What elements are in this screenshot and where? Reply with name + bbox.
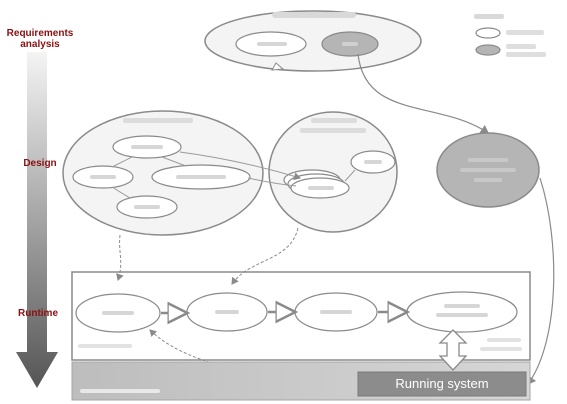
runtime-node-1-blur (102, 311, 134, 315)
edge-right-to-stack (247, 177, 297, 187)
req-left-blur (257, 42, 287, 46)
node-far-right-blur (364, 160, 382, 164)
stage-label-requirements: Requirements analysis (6, 28, 74, 50)
runtime-node-2-blur (215, 310, 239, 314)
node-top-blur (131, 145, 163, 149)
dashed-design-to-runtime-2 (231, 227, 299, 285)
edge-left-bottom (111, 186, 131, 199)
runtime-corner-blur-right-1 (487, 338, 521, 342)
runtime-node-4-blur-2 (436, 313, 488, 317)
design-right-title-blur-1 (311, 118, 357, 123)
gray-right-blur-2 (460, 168, 516, 172)
runtime-node-4 (406, 291, 518, 333)
runtime-node-3-blur (320, 310, 352, 314)
double-arrow (438, 329, 468, 371)
legend-gray-ellipse (475, 44, 501, 56)
design-ellipse-right (268, 111, 398, 233)
bottom-strip-blur (80, 389, 160, 393)
runtime-corner-blur-left (78, 344, 132, 348)
req-open-triangle (271, 62, 285, 71)
running-system-box (357, 371, 527, 397)
req-right-blur (342, 42, 358, 46)
edge-top-left (111, 156, 133, 168)
edge-stack-right (344, 169, 356, 182)
stage-label-design: Design (23, 158, 57, 169)
legend-white-blur (506, 30, 544, 35)
connector-gray-to-running (527, 177, 555, 385)
dashed-design-to-runtime-1 (116, 234, 124, 281)
stack-blur (308, 186, 334, 190)
design-right-title-blur-2 (300, 128, 366, 133)
req-title-blur (272, 12, 356, 18)
design-left-title-blur (123, 118, 193, 123)
legend-gray-blur-1 (506, 44, 536, 49)
requirements-ellipse (204, 10, 422, 72)
runtime-node-4-blur-1 (444, 304, 480, 308)
legend-white-ellipse (475, 27, 501, 39)
node-bottom-blur (134, 205, 160, 209)
gray-right-blur-1 (468, 158, 508, 162)
runtime-corner-blur-right-2 (480, 347, 522, 351)
connector-req-to-gray (357, 53, 489, 134)
node-right-blur (176, 175, 226, 179)
edge-left-to-stack (179, 151, 301, 181)
edge-top-right (161, 156, 187, 167)
gray-right-blur-3 (474, 178, 502, 182)
legend-title-blur (474, 14, 504, 19)
stage-arrow (16, 52, 58, 388)
node-left-blur (90, 175, 116, 179)
running-system-label: Running system (395, 376, 489, 391)
legend-gray-blur-2 (506, 52, 546, 57)
stage-label-runtime: Runtime (18, 308, 58, 319)
